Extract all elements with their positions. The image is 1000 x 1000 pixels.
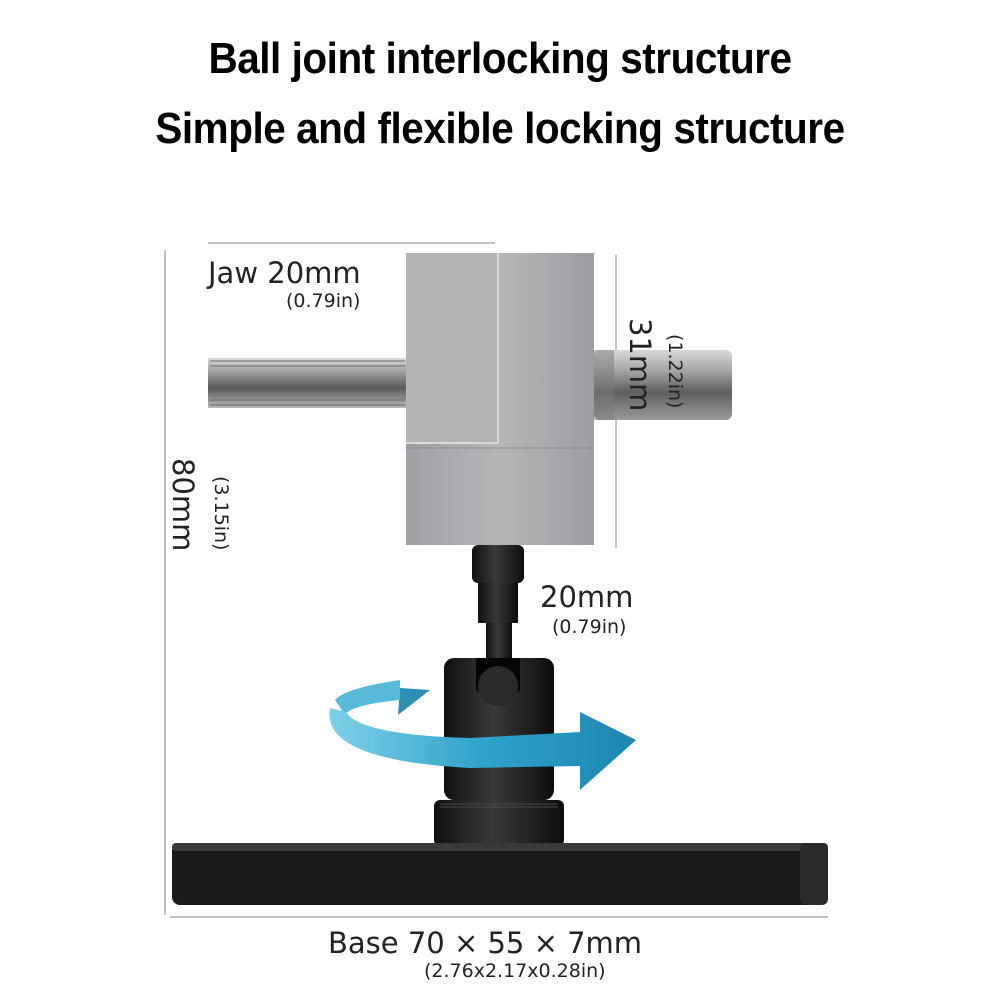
vise-jaws: [406, 253, 594, 545]
height-dimension-sub: (3.15in): [210, 476, 232, 551]
width-dimension-sub: (1.22in): [664, 334, 686, 409]
base-dimension-label: Base 70 × 55 × 7mm: [328, 926, 643, 960]
headline-line-1: Ball joint interlocking structure: [208, 34, 792, 83]
jaw-dimension-sub: (0.79in): [286, 290, 361, 312]
neck-dimension-sub: (0.79in): [552, 616, 627, 638]
base-dimension-sub: (2.76x2.17x0.28in): [424, 960, 606, 982]
rotation-arrow-icon: [329, 680, 636, 790]
base-plate: [172, 843, 828, 905]
width-dimension-label: 31mm: [623, 318, 657, 412]
neck-dimension-label: 20mm: [540, 580, 634, 614]
adjustment-knob: [594, 350, 732, 420]
height-dimension-label: 80mm: [166, 458, 200, 552]
lead-screw: [208, 358, 408, 408]
headline-line-2: Simple and flexible locking structure: [155, 104, 845, 153]
jaw-dimension-label: Jaw 20mm: [208, 256, 361, 290]
